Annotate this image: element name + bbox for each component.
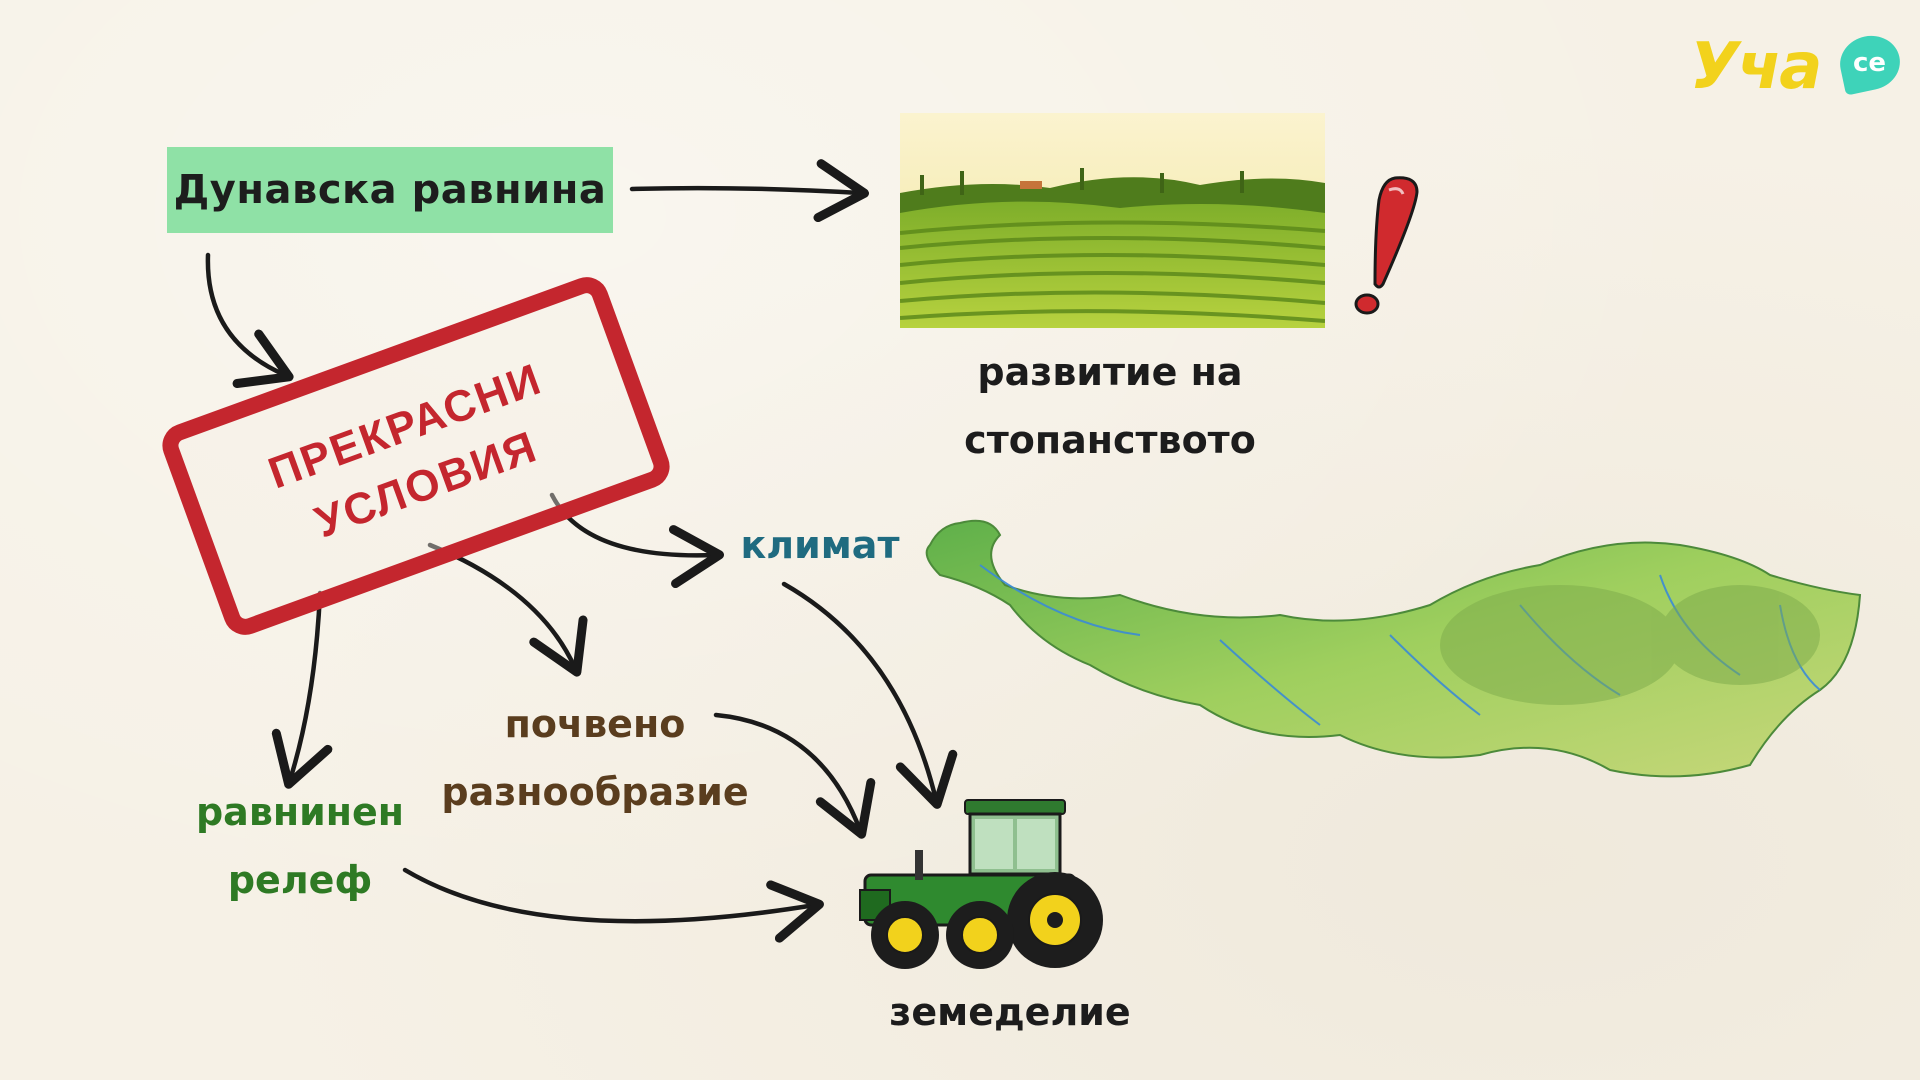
arrow-icon <box>629 159 869 223</box>
tractor-icon <box>859 799 1103 969</box>
flat-relief-label: равнинен релеф <box>180 778 420 914</box>
agriculture-label: земеделие <box>889 990 1131 1034</box>
development-label: развитие на стопанството <box>920 338 1300 474</box>
arrow-icon <box>402 867 824 943</box>
soil-line-1: почвено <box>504 702 686 746</box>
title-box: Дунавска равнина <box>167 147 613 233</box>
danube-plain-map-icon <box>925 519 1862 778</box>
ucha-se-logo[interactable]: Уча се <box>1690 30 1905 110</box>
soil-line-2: разнообразие <box>441 770 749 814</box>
arrow-icon <box>271 590 333 789</box>
farm-field-icon <box>900 113 1325 328</box>
relief-line-2: релеф <box>227 858 373 902</box>
development-line-2: стопанството <box>964 418 1256 462</box>
arrow-icon <box>713 712 876 839</box>
logo-text: Уча <box>1690 30 1822 104</box>
arrow-icon <box>427 542 588 677</box>
page-title: Дунавска равнина <box>173 167 607 213</box>
arrow-icon <box>549 492 724 589</box>
development-line-1: развитие на <box>977 350 1243 394</box>
arrow-icon <box>781 581 958 809</box>
relief-line-1: равнинен <box>195 790 405 834</box>
climate-label: климат <box>740 523 900 567</box>
soil-diversity-label: почвено разнообразие <box>440 690 750 826</box>
arrow-icon <box>205 252 294 388</box>
exclamation-icon <box>1354 176 1419 315</box>
